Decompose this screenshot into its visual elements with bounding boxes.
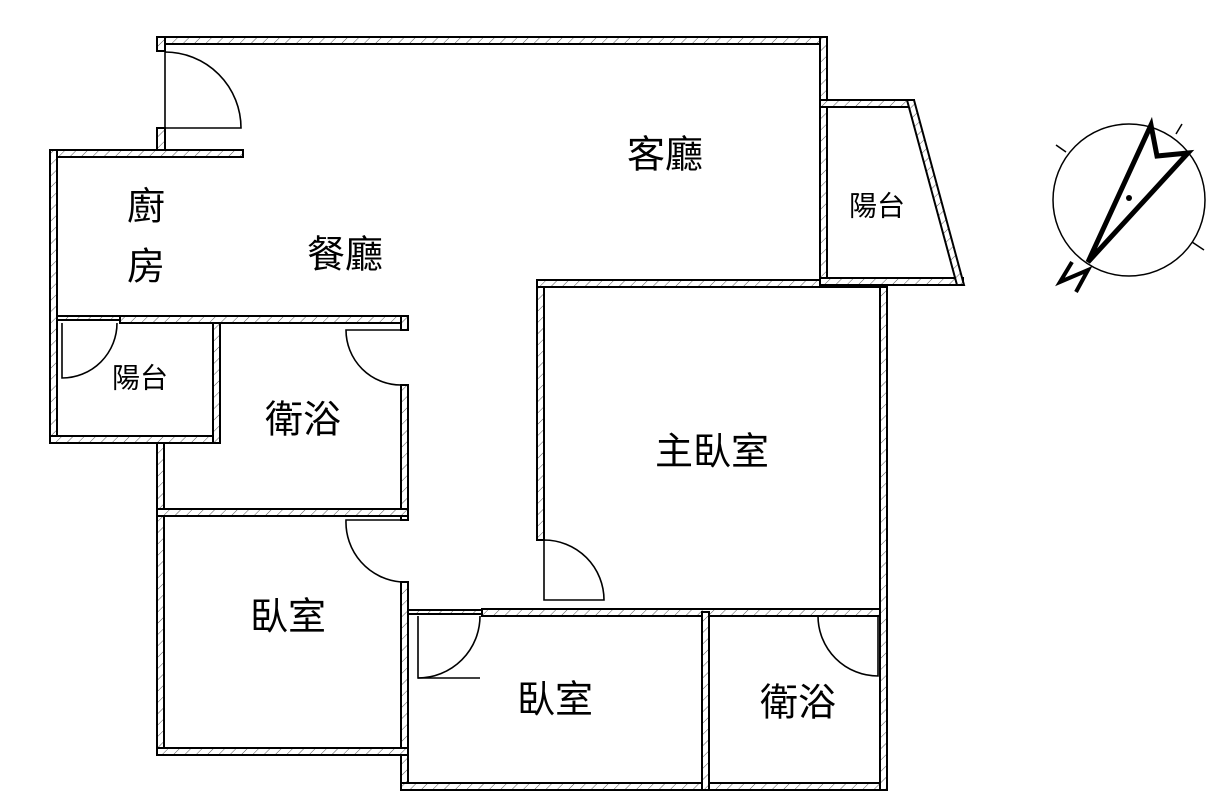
label-balcony-east: 陽台 bbox=[849, 190, 905, 223]
north-arrow-icon bbox=[1052, 116, 1206, 293]
label-master-bedroom: 主臥室 bbox=[655, 430, 769, 474]
doors bbox=[61, 51, 879, 679]
label-balcony-west: 陽台 bbox=[112, 362, 168, 395]
label-bathroom-1: 衛浴 bbox=[265, 398, 341, 442]
label-living-room: 客廳 bbox=[627, 133, 703, 177]
walls bbox=[49, 36, 966, 791]
label-bedroom-1: 臥室 bbox=[250, 595, 326, 639]
label-dining-room: 餐廳 bbox=[307, 233, 383, 277]
label-kitchen-1: 廚 bbox=[127, 185, 165, 229]
label-kitchen-2: 房 bbox=[127, 245, 165, 289]
label-bathroom-2: 衛浴 bbox=[760, 681, 836, 725]
room-labels: 客廳 陽台 廚 房 餐廳 陽台 衛浴 主臥室 臥室 臥室 衛浴 bbox=[112, 133, 905, 725]
label-bedroom-2: 臥室 bbox=[517, 678, 593, 722]
